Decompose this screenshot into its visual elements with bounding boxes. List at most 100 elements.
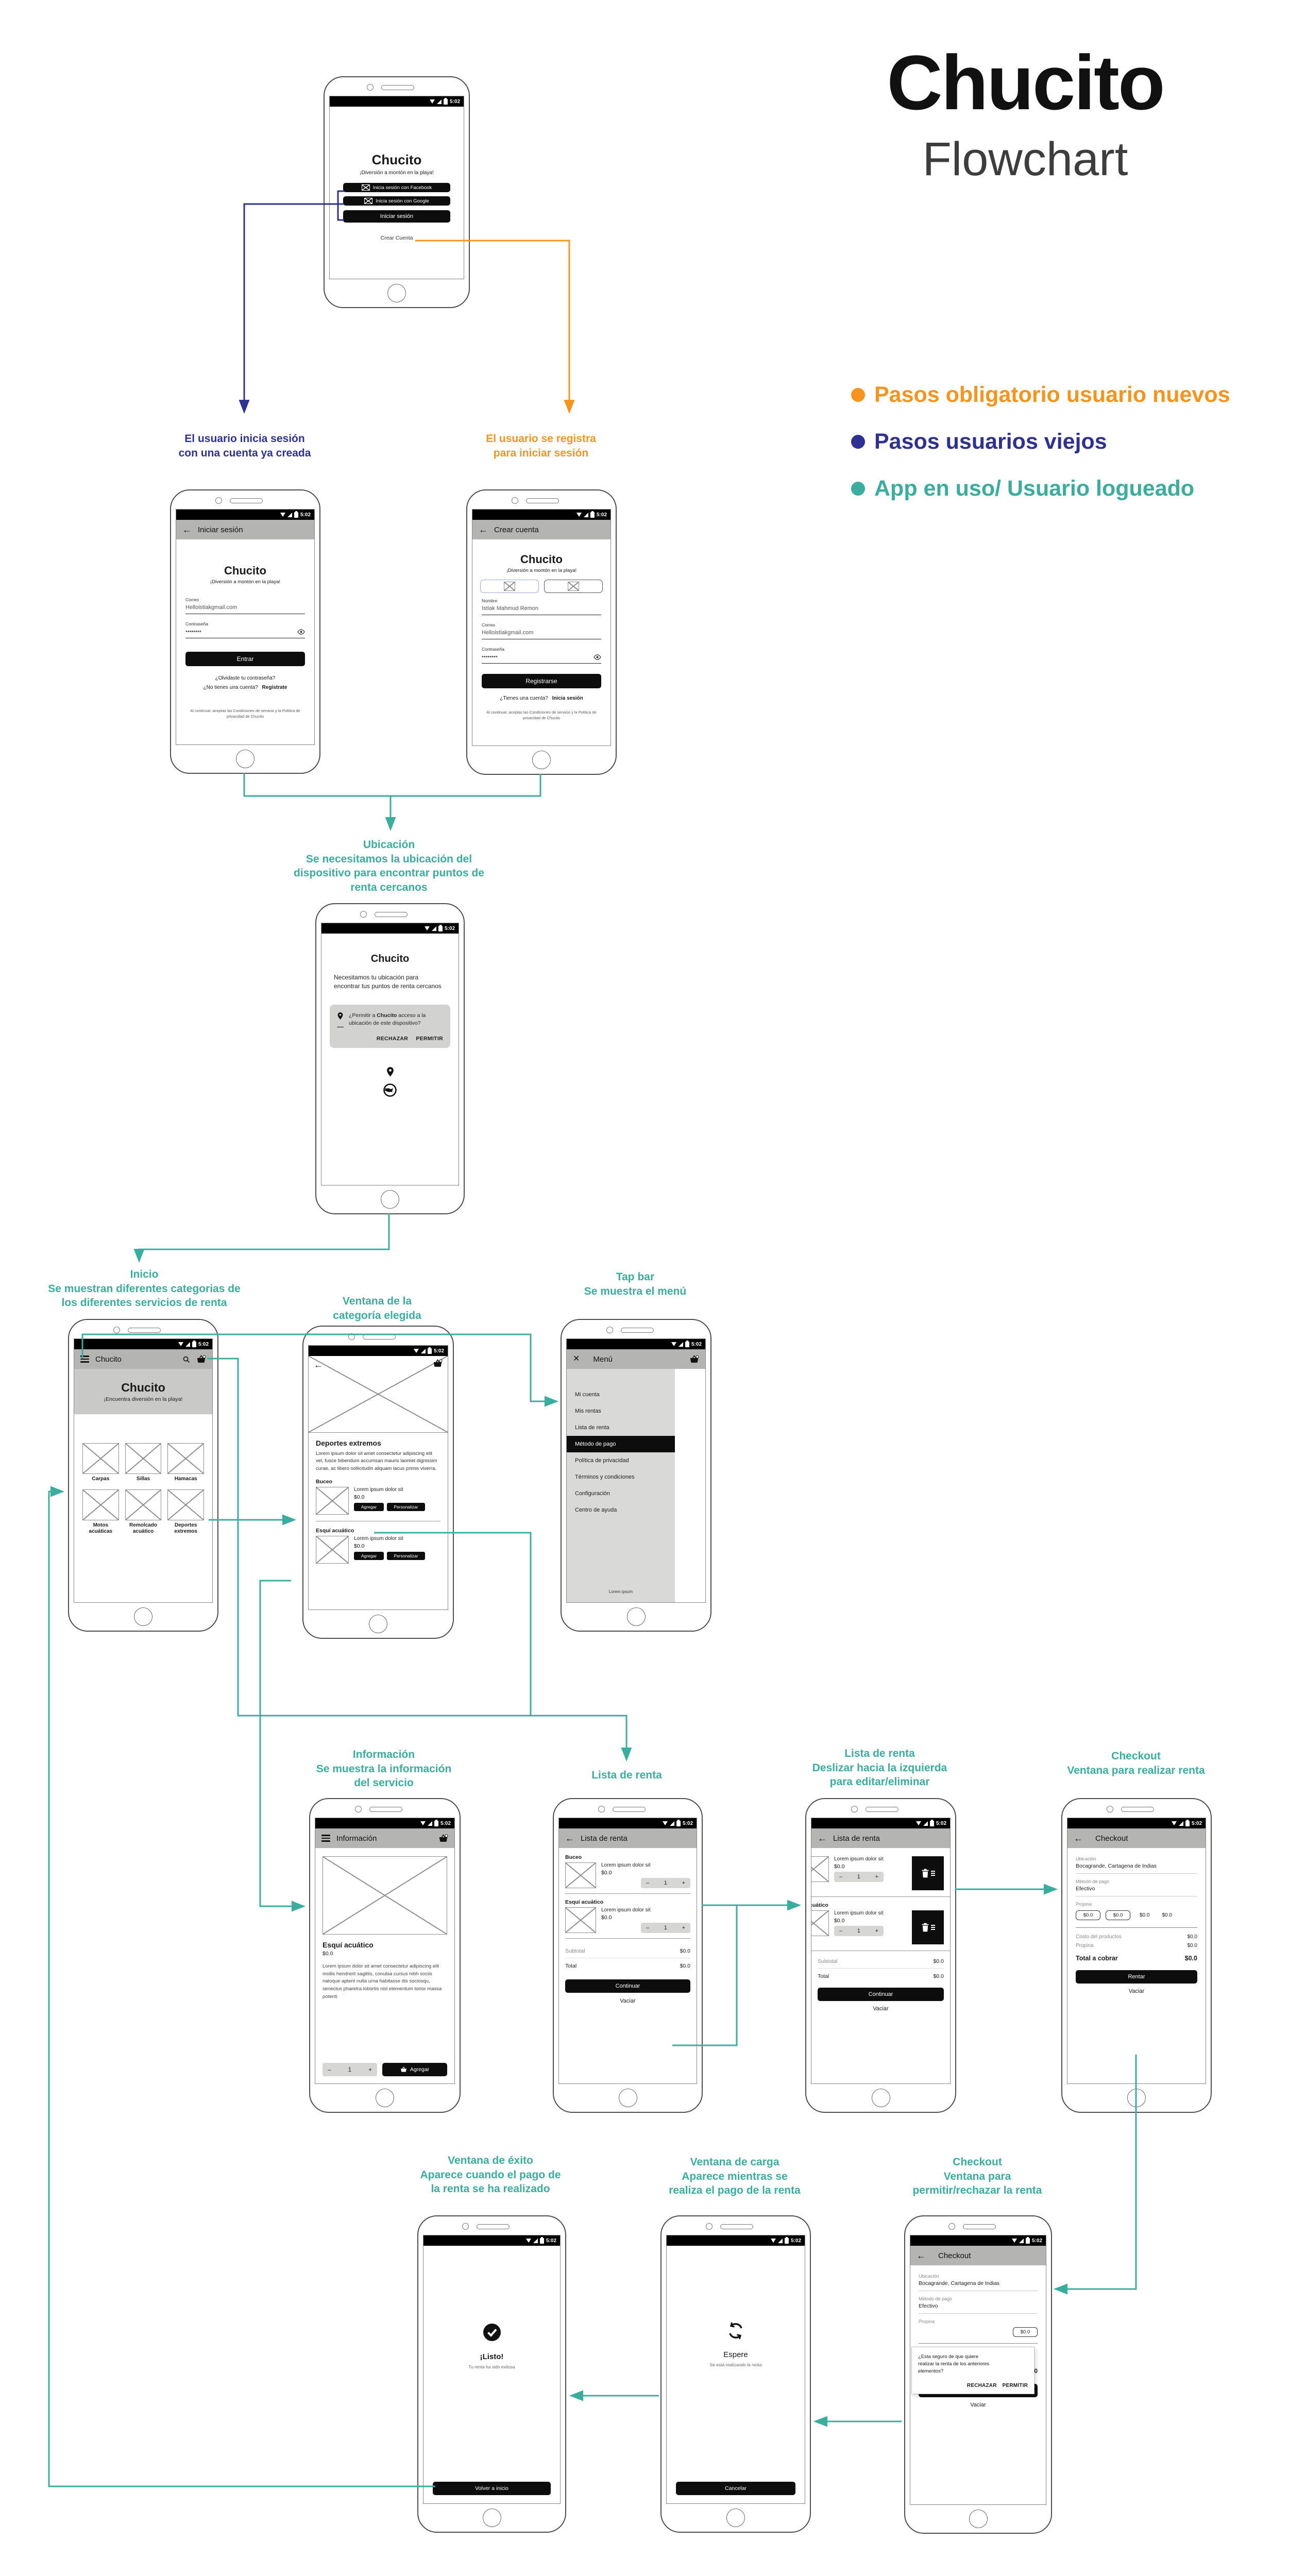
personalizar-button[interactable]: Personalizar — [387, 1502, 425, 1511]
rechazar-button[interactable]: RECHAZAR — [966, 2383, 997, 2389]
close-icon[interactable]: ✕ — [573, 1354, 580, 1363]
minus-button[interactable]: – — [646, 1880, 650, 1886]
rechazar-button[interactable]: RECHAZAR — [376, 1036, 409, 1042]
email-field[interactable]: Correo Helloistiakgmail.com — [176, 597, 314, 614]
back-icon[interactable]: ← — [314, 1360, 323, 1370]
password-field[interactable]: Contraseña •••••••• — [472, 647, 610, 664]
menu-item[interactable]: Términos y condiciones — [575, 1474, 635, 1480]
home-button[interactable] — [1127, 2089, 1146, 2107]
category-tile[interactable]: Remolcado acuático — [125, 1489, 162, 1535]
home-button[interactable] — [618, 2089, 637, 2107]
home-button[interactable] — [381, 1190, 399, 1209]
vaciar-link[interactable]: Vaciar — [873, 2006, 889, 2012]
home-button[interactable] — [532, 751, 551, 769]
cancelar-button[interactable]: Cancelar — [676, 2482, 795, 2495]
login-button[interactable]: Iniciar sesión — [343, 210, 450, 223]
home-button[interactable] — [969, 2510, 988, 2528]
password-field[interactable]: Contraseña •••••••• — [176, 621, 314, 638]
delete-button[interactable] — [912, 1856, 944, 1890]
plus-button[interactable]: + — [682, 1880, 685, 1886]
hamburger-menu-icon[interactable] — [80, 1354, 89, 1364]
vaciar-link[interactable]: Vaciar — [970, 2402, 986, 2408]
item-price: $0.0 — [834, 1863, 845, 1870]
vaciar-link[interactable]: Vaciar — [620, 1998, 636, 2004]
rentar-button[interactable]: Rentar — [1076, 1970, 1197, 1984]
agregar-button[interactable]: Agregar — [354, 1551, 384, 1560]
register-link[interactable]: Regístrate — [262, 685, 287, 690]
home-button[interactable] — [871, 2089, 890, 2107]
quantity-stepper[interactable]: –1+ — [834, 1872, 884, 1882]
minus-button[interactable]: – — [646, 1925, 650, 1931]
volver-inicio-button[interactable]: Volver a inicio — [433, 2482, 551, 2495]
tip-option[interactable]: $0.0 — [1140, 1912, 1150, 1918]
home-button[interactable] — [482, 2509, 501, 2527]
menu-item[interactable]: Lista de renta — [575, 1425, 609, 1431]
home-button[interactable] — [236, 750, 255, 768]
category-tile[interactable]: Deportes extremos — [167, 1489, 204, 1535]
menu-item[interactable]: Política de privacidad — [575, 1458, 629, 1464]
search-icon[interactable] — [182, 1355, 190, 1363]
login-link[interactable]: Inicia sesión — [552, 696, 583, 701]
cart-icon[interactable] — [433, 1359, 443, 1368]
permitir-button[interactable]: PERMITIR — [416, 1036, 443, 1042]
quantity-stepper[interactable]: –1+ — [641, 1923, 690, 1933]
back-icon[interactable]: ← — [565, 1833, 574, 1843]
eye-icon[interactable] — [593, 654, 601, 660]
category-tile[interactable]: Motos acuáticas — [82, 1489, 119, 1535]
category-tile[interactable]: Carpas — [82, 1443, 119, 1482]
facebook-signup-button[interactable] — [480, 580, 539, 593]
minus-button[interactable]: – — [328, 2066, 331, 2073]
category-tile[interactable]: Hamacas — [167, 1443, 204, 1482]
back-icon[interactable]: ← — [818, 1833, 827, 1843]
delete-button[interactable] — [912, 1910, 944, 1944]
menu-item[interactable]: Configuración — [575, 1490, 610, 1497]
registrarse-button[interactable]: Registrarse — [482, 674, 601, 688]
home-button[interactable] — [387, 284, 406, 302]
cart-icon[interactable] — [196, 1354, 206, 1364]
vaciar-link[interactable]: Vaciar — [1128, 1988, 1145, 1994]
name-field[interactable]: Nombre Istiak Mahmud Remon — [472, 598, 610, 615]
continuar-button[interactable]: Continuar — [565, 1979, 690, 1993]
tip-option-selected[interactable]: $0.0 — [1076, 1910, 1100, 1920]
menu-item[interactable]: Mis rentas — [575, 1408, 601, 1414]
agregar-button[interactable]: Agregar — [354, 1502, 384, 1511]
cart-icon[interactable] — [438, 1834, 448, 1843]
create-account-link[interactable]: Crear Cuenta — [380, 235, 413, 241]
quantity-stepper[interactable]: –1+ — [641, 1878, 690, 1888]
menu-item-active[interactable]: Método de pago — [567, 1436, 675, 1452]
plus-button[interactable]: + — [368, 2066, 372, 2073]
tip-option[interactable]: $0.0 — [1162, 1912, 1172, 1918]
tip-option[interactable]: $0.0 — [1106, 1910, 1130, 1920]
menu-item[interactable]: Centro de ayuda — [575, 1507, 617, 1513]
hamburger-menu-icon[interactable] — [321, 1833, 330, 1843]
quantity-stepper[interactable]: –1+ — [834, 1926, 884, 1936]
back-icon[interactable]: ← — [1074, 1833, 1083, 1843]
facebook-login-button[interactable]: Inicia sesión con Facebook — [343, 183, 450, 192]
personalizar-button[interactable]: Personalizar — [387, 1551, 425, 1560]
google-login-button[interactable]: Inicia sesión con Google — [343, 196, 450, 206]
entrar-button[interactable]: Entrar — [185, 652, 305, 666]
quantity-stepper[interactable]: – 1 + — [323, 2063, 377, 2076]
permitir-button[interactable]: PERMITIR — [1002, 2383, 1028, 2389]
rent-item-swiped[interactable]: Lorem ipsum dolor sit $0.0 –1+ — [811, 1856, 950, 1890]
rent-item-swiped[interactable]: cuático Lorem ipsum dolor sit $0.0 –1+ — [811, 1902, 950, 1944]
back-icon[interactable]: ← — [479, 524, 488, 535]
forgot-password-link[interactable]: ¿Olvidaste tu contraseña? — [215, 675, 276, 681]
home-button[interactable] — [626, 1607, 646, 1626]
home-button[interactable] — [369, 1615, 387, 1633]
back-icon[interactable]: ← — [182, 524, 192, 535]
tip-option[interactable]: $0.0 — [1013, 2327, 1038, 2337]
home-button[interactable] — [726, 2509, 745, 2527]
home-button[interactable] — [134, 1607, 152, 1626]
home-button[interactable] — [376, 2089, 394, 2107]
menu-item[interactable]: Mi cuenta — [575, 1392, 600, 1398]
google-signup-button[interactable] — [544, 580, 603, 593]
continuar-button[interactable]: Continuar — [818, 1988, 944, 2001]
agregar-button[interactable]: Agregar — [382, 2063, 447, 2076]
eye-icon[interactable] — [297, 629, 305, 635]
email-field[interactable]: Correo Helloistiakgmail.com — [472, 622, 610, 639]
cart-icon[interactable] — [689, 1354, 699, 1364]
category-tile[interactable]: Sillas — [125, 1443, 162, 1482]
plus-button[interactable]: + — [682, 1925, 685, 1931]
back-icon[interactable]: ← — [917, 2250, 926, 2261]
